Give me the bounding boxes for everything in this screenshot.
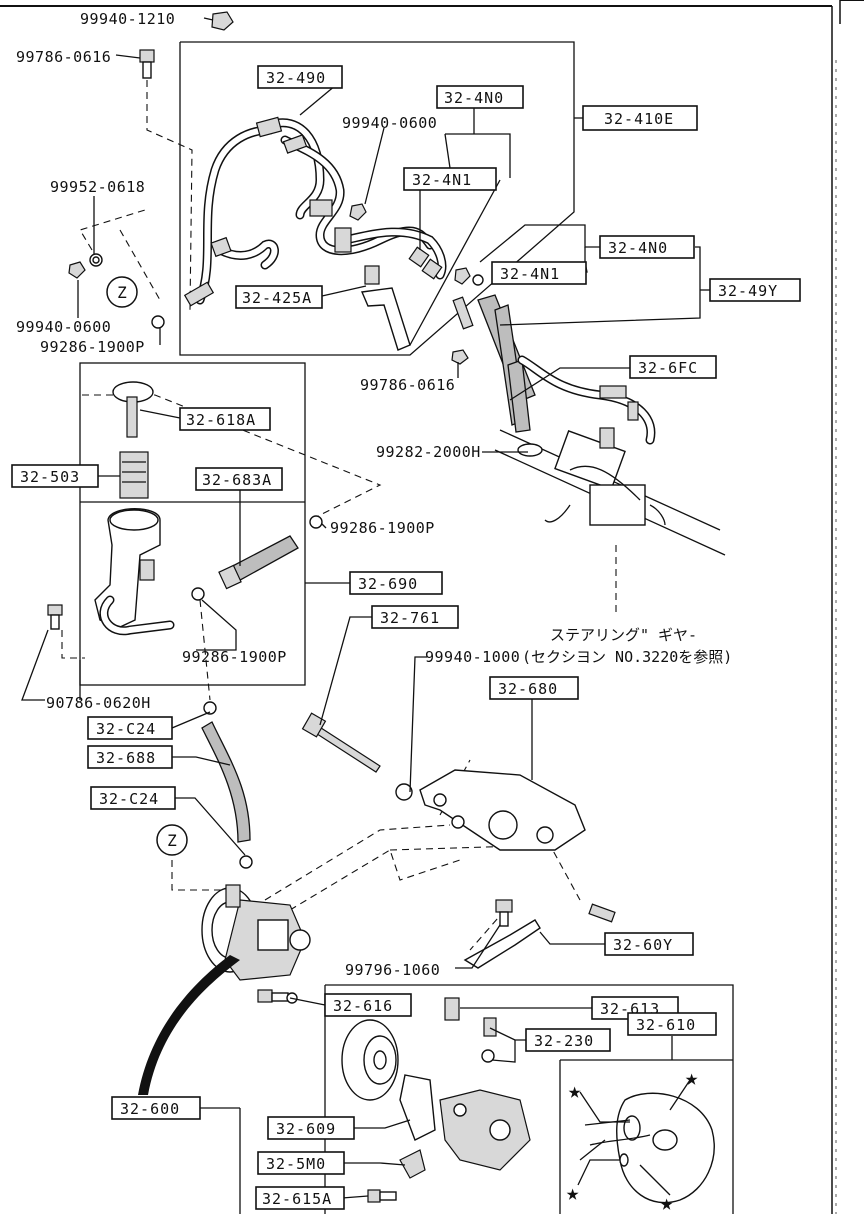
part-box-32-410e: 32-410E	[582, 105, 698, 131]
star-icon: ★	[566, 1181, 579, 1206]
z-marker-top: Z	[117, 283, 127, 302]
part-label: 32-616	[333, 997, 393, 1015]
steering-gear	[494, 427, 726, 556]
part-box-32-609: 32-609	[267, 1116, 355, 1140]
z-marker-bottom: Z	[167, 831, 177, 850]
star-icon: ★	[685, 1066, 698, 1091]
part-box-32-683a: 32-683A	[195, 467, 283, 491]
part-label: 32-425A	[242, 289, 312, 307]
part-label: 32-680	[498, 680, 558, 698]
part-label: 32-503	[20, 468, 80, 486]
reservoir-group	[47, 381, 323, 636]
part-label: 32-609	[276, 1120, 336, 1138]
part-label: 32-5M0	[266, 1155, 326, 1173]
part-box-32-60y: 32-60Y	[604, 932, 694, 956]
part-box-32-690: 32-690	[349, 571, 443, 595]
part-label: 32-60Y	[613, 936, 673, 954]
part-box-32-680: 32-680	[489, 676, 579, 700]
part-label: 32-688	[96, 749, 156, 767]
callout-99796-1060: 99796-1060	[345, 961, 440, 979]
z-markers: Z Z	[106, 276, 188, 856]
part-box-32-600: 32-600	[111, 1096, 201, 1120]
part-box-32-615a: 32-615A	[255, 1186, 345, 1210]
part-box-32-6fc: 32-6FC	[629, 355, 717, 379]
part-label: 32-4N0	[608, 239, 668, 257]
part-label: 32-4N1	[412, 171, 472, 189]
part-box-32-4n1-a: 32-4N1	[403, 167, 497, 191]
callout-99286-1900p-b: 99286-1900P	[330, 519, 435, 537]
part-label: 32-6FC	[638, 359, 698, 377]
star-icon: ★	[568, 1079, 581, 1104]
part-label: 32-690	[358, 575, 418, 593]
oil-pump	[138, 884, 311, 1095]
part-box-32-5m0: 32-5M0	[257, 1151, 345, 1175]
callout-99786-0616-top: 99786-0616	[16, 48, 111, 66]
top-fasteners	[68, 11, 234, 329]
part-label: 32-618A	[186, 411, 256, 429]
part-number-boxes: 32-490 32-4N0 32-410E 32-4N1 32-4N0 32-4…	[11, 65, 801, 1210]
star-markers: ★ ★ ★ ★	[566, 1066, 698, 1214]
part-box-32-4n1-b: 32-4N1	[491, 261, 587, 285]
callout-steering-gear: ステアリング" ギヤ-	[550, 626, 697, 644]
part-box-32-503: 32-503	[11, 464, 99, 488]
part-label: 32-600	[120, 1100, 180, 1118]
callout-99940-1000: 99940-1000	[425, 648, 520, 666]
part-box-32-616: 32-616	[324, 993, 412, 1017]
part-label: 32-761	[380, 609, 440, 627]
pump-components	[257, 989, 531, 1203]
part-box-32-4n0-a: 32-4N0	[436, 85, 524, 109]
circle-letter-icon	[106, 276, 138, 308]
callout-99286-1900p-a: 99286-1900P	[40, 338, 145, 356]
callout-90786-0620h: 90786-0620H	[46, 694, 151, 712]
pump-cover-detail	[579, 1092, 715, 1204]
part-label: 32-4N0	[444, 89, 504, 107]
callout-labels: 99940-1210 99786-0616 99940-0600 99952-0…	[16, 10, 732, 979]
part-box-32-c24-b: 32-C24	[90, 786, 176, 810]
callout-99786-0616-b: 99786-0616	[360, 376, 455, 394]
callout-99282-2000h: 99282-2000H	[376, 443, 481, 461]
part-box-32-761: 32-761	[371, 605, 459, 629]
return-hose-and-steering-gear	[452, 267, 726, 556]
circle-letter-icon	[156, 824, 188, 856]
part-box-32-688: 32-688	[87, 745, 173, 769]
callout-99952-0618: 99952-0618	[50, 178, 145, 196]
part-label: 32-615A	[262, 1190, 332, 1208]
callout-99940-0600-left: 99940-0600	[16, 318, 111, 336]
callout-99940-0600-mid: 99940-0600	[342, 114, 437, 132]
part-label: 32-490	[266, 69, 326, 87]
part-box-32-425a: 32-425A	[235, 285, 323, 309]
pressure-hose-assembly	[183, 116, 469, 365]
part-label: 32-230	[534, 1032, 594, 1050]
part-label: 32-C24	[96, 720, 156, 738]
callout-section-reference: (セクシヨン NO.3220を参照)	[522, 648, 732, 666]
part-label: 32-683A	[202, 471, 272, 489]
part-label: 32-C24	[99, 790, 159, 808]
callout-99286-1900p-c: 99286-1900P	[182, 648, 287, 666]
part-box-32-230: 32-230	[525, 1028, 611, 1052]
callout-99940-1210: 99940-1210	[80, 10, 175, 28]
part-label: 32-610	[636, 1016, 696, 1034]
part-box-32-610: 32-610	[627, 1012, 717, 1036]
suction-hose	[201, 701, 253, 869]
part-box-32-49y: 32-49Y	[709, 278, 801, 302]
part-box-32-490: 32-490	[257, 65, 343, 89]
pump-bracket	[301, 712, 616, 969]
part-box-32-c24-a: 32-C24	[87, 716, 173, 740]
part-label: 32-4N1	[500, 265, 560, 283]
part-label: 32-410E	[604, 110, 674, 128]
part-box-32-4n0-b: 32-4N0	[599, 235, 695, 259]
part-box-32-618a: 32-618A	[179, 407, 271, 431]
part-label: 32-49Y	[718, 282, 778, 300]
star-icon: ★	[660, 1191, 673, 1214]
